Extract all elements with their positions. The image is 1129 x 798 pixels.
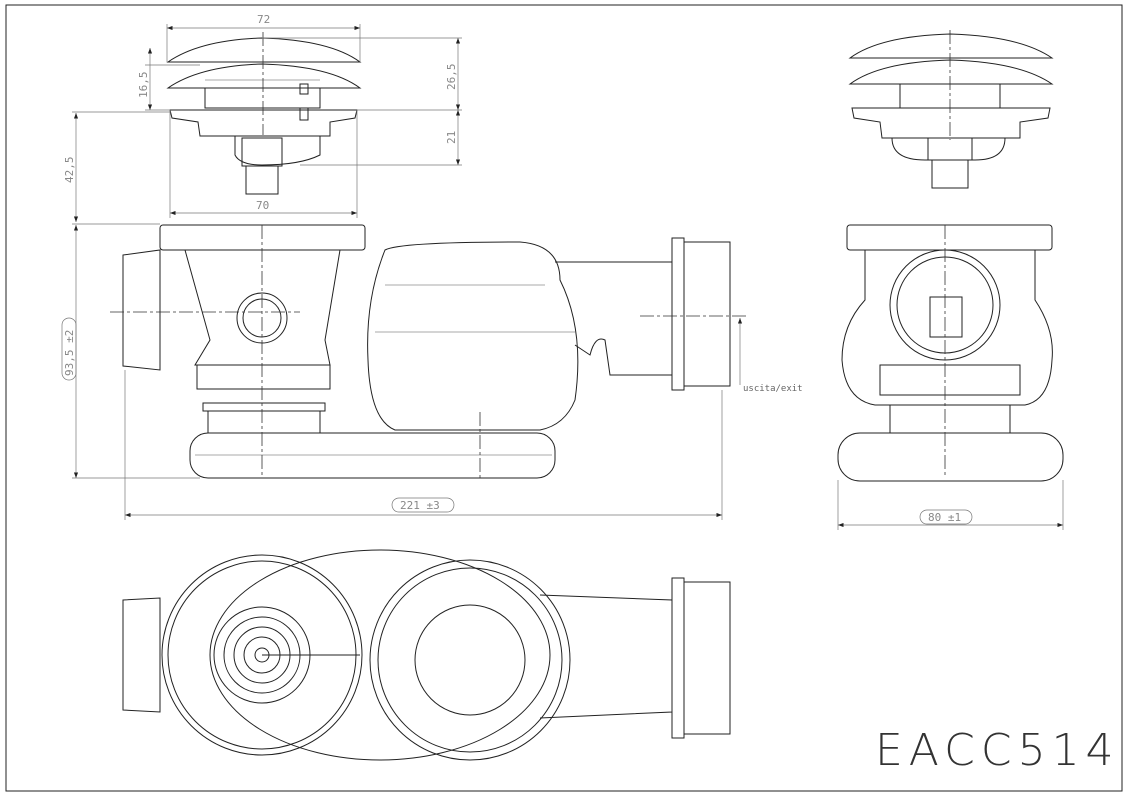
dim-body-height: 21: [445, 131, 458, 144]
trap-end-elevation: [837, 224, 1064, 482]
trap-plan-view: [122, 549, 731, 761]
trap-side-elevation: [110, 224, 748, 480]
exit-label: uscita/exit: [743, 384, 803, 394]
sheet-frame: [5, 4, 1123, 792]
dim-stroke: 42,5: [63, 157, 76, 184]
dim-cap-width: 72: [257, 13, 270, 26]
dim-base-width: 70: [256, 199, 269, 212]
dim-side-width: 80 ±1: [928, 511, 961, 524]
dim-total-height: 93,5 ±2: [63, 330, 76, 376]
dim-cap-gap: 16,5: [137, 72, 150, 99]
valve-front-view: [848, 30, 1054, 189]
drawing-code: EACC514: [875, 725, 1120, 776]
valve-elevation-view: [166, 32, 362, 195]
end-dimensions: 80 ±1: [837, 480, 1064, 530]
dim-total-length: 221 ±3: [400, 499, 440, 512]
valve-dimensions: 72 70 26,5 21 16,5 42,5: [63, 13, 462, 225]
dim-cap-height: 26,5: [445, 64, 458, 91]
side-dimensions: 93,5 ±2 221 ±3 uscita/exit: [61, 225, 803, 520]
